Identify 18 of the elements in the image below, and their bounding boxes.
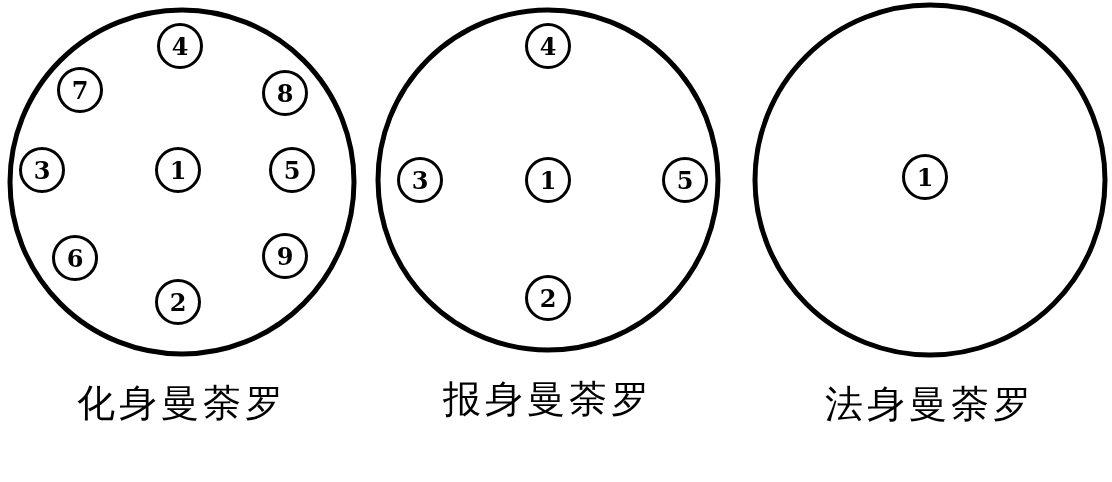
numbered-circle: 2 xyxy=(525,275,571,321)
node-label: 法身曼荼罗 xyxy=(824,381,1036,428)
numbered-circle: 3 xyxy=(397,157,443,203)
numbered-circle: 8 xyxy=(262,70,308,116)
numbered-circle: 1 xyxy=(525,157,571,203)
numbered-circle: 2 xyxy=(155,279,201,325)
numbered-circle: 1 xyxy=(155,147,201,193)
numbered-circle: 9 xyxy=(262,233,308,279)
numbered-circle: 6 xyxy=(52,235,98,281)
numbered-circle: 4 xyxy=(525,23,571,69)
numbered-circle: 3 xyxy=(19,147,65,193)
numbered-circle: 5 xyxy=(269,147,315,193)
numbered-circle: 4 xyxy=(157,23,203,69)
node-label: 报身曼荼罗 xyxy=(442,376,654,423)
numbered-circle: 1 xyxy=(902,154,948,200)
numbered-circle: 5 xyxy=(662,157,708,203)
node-label: 化身曼荼罗 xyxy=(76,380,288,427)
numbered-circle: 7 xyxy=(57,67,103,113)
